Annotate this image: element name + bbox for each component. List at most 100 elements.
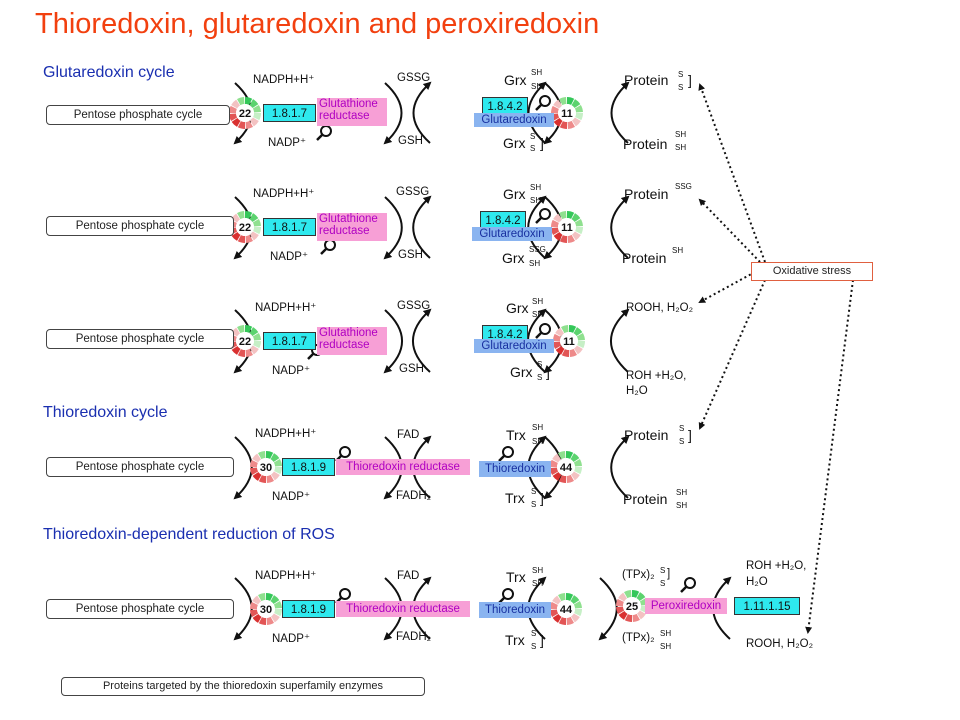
donut-segment [571, 117, 581, 127]
stress-arrow-rooh [698, 271, 756, 303]
donut-segment [274, 467, 282, 475]
donut-segment [570, 471, 580, 481]
donut-segment [550, 601, 558, 609]
s-label: S [531, 642, 537, 651]
thioredoxin-reductase-box[interactable]: Thioredoxin reductase [336, 459, 470, 475]
donut-segment [245, 211, 253, 219]
donut-segment [555, 345, 565, 355]
sh-label: SH [532, 566, 544, 575]
s-label: S [660, 579, 666, 588]
donut-segment [575, 113, 583, 121]
donut-segment [237, 349, 245, 357]
ec-box-glutathione-reductase[interactable]: 1.8.1.7 [263, 218, 316, 236]
enzyme-count-trx: 44 [560, 462, 573, 474]
donut-segment [231, 99, 241, 109]
donut-segment [558, 475, 566, 483]
donut-segment [567, 120, 575, 129]
donut-segment [552, 595, 562, 605]
donut-segment [551, 227, 560, 235]
sh-label: SH [530, 196, 542, 205]
donut-segment [567, 211, 575, 219]
donut-center [557, 600, 575, 618]
donut-segment [252, 219, 261, 227]
protein-label: Protein [622, 250, 667, 266]
ssg-label: SSG [675, 182, 692, 191]
thioredoxin-box[interactable]: Thioredoxin [479, 461, 551, 477]
donut-segment [229, 105, 237, 113]
enzyme-name-line2: reductase [319, 110, 370, 122]
ppp-box-4: Pentose phosphate cycle [46, 457, 234, 477]
enzyme-count-gr: 22 [239, 222, 251, 234]
ec-box-thioredoxin-reductase[interactable]: 1.8.1.9 [282, 600, 335, 618]
donut-segment [566, 451, 574, 459]
magnifier-icon [502, 446, 514, 458]
donut-segment [237, 121, 245, 129]
magnifier-icon [339, 588, 351, 600]
rooh-label: ROOH, H₂O₂ [626, 302, 694, 314]
donut-segment [266, 616, 274, 625]
thioredoxin-reductase-box[interactable]: Thioredoxin reductase [336, 601, 470, 617]
peroxiredoxin-box[interactable]: Peroxiredoxin [645, 598, 727, 614]
gssg-label: GSSG [397, 300, 431, 312]
donut-segment [253, 113, 261, 121]
donut-center [257, 458, 275, 476]
donut-segment [270, 471, 280, 481]
s-label: S [530, 144, 536, 153]
nadph-label: NADPH+H⁺ [255, 428, 317, 440]
donut-segment [569, 325, 577, 333]
donut-segment [231, 231, 241, 241]
donut-segment [553, 117, 563, 127]
ec-box-glutaredoxin[interactable]: 1.8.4.2 [482, 325, 528, 343]
donut-segment [253, 227, 261, 235]
donut-segment [258, 593, 266, 602]
sh-label: SH [531, 68, 543, 77]
glutaredoxin-box[interactable]: Glutaredoxin [474, 339, 554, 353]
grx-label: Grx [506, 300, 529, 316]
donut-segment [551, 219, 559, 227]
ec-box-peroxiredoxin[interactable]: 1.11.1.15 [734, 597, 800, 615]
donut-segment [559, 211, 567, 220]
donut-segment [559, 121, 567, 129]
grx-label: Grx [503, 186, 526, 202]
roh-ros-label-line1: ROH +H₂O, [746, 560, 807, 572]
donut-segment [245, 325, 253, 333]
magnifier-icon [316, 133, 324, 141]
donut-segment [555, 327, 565, 337]
fad-label: FAD [397, 429, 420, 441]
donut-segment [571, 231, 581, 241]
donut-segment [553, 213, 563, 223]
protein-label: Protein [623, 491, 668, 507]
magnifier-icon [539, 323, 551, 335]
donut-segment [252, 453, 262, 463]
thioredoxin-box[interactable]: Thioredoxin [479, 602, 551, 618]
glutaredoxin-box[interactable]: Glutaredoxin [474, 113, 554, 127]
donut-segment [250, 459, 258, 467]
ec-box-thioredoxin-reductase[interactable]: 1.8.1.9 [282, 458, 335, 476]
donut-segment [567, 97, 575, 105]
ec-box-glutathione-reductase[interactable]: 1.8.1.7 [263, 104, 316, 122]
donut-segment [266, 451, 274, 459]
ec-box-glutathione-reductase[interactable]: 1.8.1.7 [263, 332, 316, 350]
nadp-label: NADP⁺ [272, 365, 311, 377]
glutaredoxin-box[interactable]: Glutaredoxin [472, 227, 552, 241]
donut-segment [553, 231, 563, 241]
donut-segment [618, 592, 628, 602]
donut-segment [571, 99, 581, 109]
donut-segment [274, 609, 282, 617]
reaction-arc [383, 196, 403, 260]
reaction-arc [233, 436, 253, 500]
sh-label: SH [532, 579, 544, 588]
donut-segment [632, 590, 640, 598]
donut-segment [245, 97, 253, 105]
donut-segment [273, 459, 282, 467]
donut-segment [266, 593, 274, 601]
gsh-label: GSH [398, 135, 423, 147]
donut-segment [561, 349, 569, 357]
donut-segment [552, 471, 562, 481]
donut-segment [632, 613, 640, 622]
protein-label: Protein [624, 186, 669, 202]
nadph-label: NADPH+H⁺ [253, 74, 315, 86]
